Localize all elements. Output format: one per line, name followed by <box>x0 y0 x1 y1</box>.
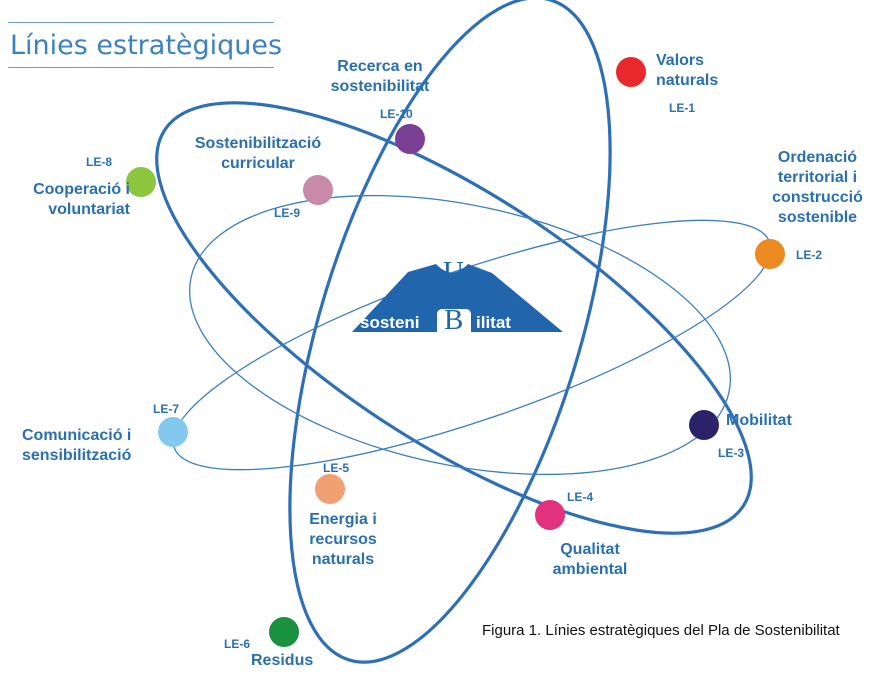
label-le7-code: LE-7 <box>153 402 180 416</box>
label-le10-code: LE-10 <box>380 107 413 121</box>
logo-word-left: sosteni <box>360 313 420 332</box>
label-le9-code: LE-9 <box>274 206 301 220</box>
figure-caption: Figura 1. Línies estratègiques del Pla d… <box>482 622 840 639</box>
label-le9-name: Sostenibilització curricular <box>194 135 322 172</box>
label-le7-name: Comunicació i sensibilització <box>22 427 132 464</box>
label-le5-name: Energia i recursos naturals <box>309 511 377 568</box>
logo-mountain-shape <box>352 264 563 332</box>
node-le9 <box>303 175 333 205</box>
orbit-diagonal <box>155 101 753 535</box>
node-le5 <box>315 474 345 504</box>
label-le3-name: Mobilitat <box>726 412 792 429</box>
node-le6 <box>269 617 299 647</box>
node-le1 <box>616 57 646 87</box>
node-le7 <box>158 417 188 447</box>
label-le2-code: LE-2 <box>796 248 823 262</box>
label-le4-code: LE-4 <box>567 490 594 504</box>
diagram-title: Línies estratègiques <box>10 30 283 61</box>
node-le3 <box>689 410 719 440</box>
node-le4 <box>535 500 565 530</box>
label-le8-code: LE-8 <box>86 155 113 169</box>
orbit-thin-wide <box>172 219 772 471</box>
label-le10-name: Recerca en sostenibilitat <box>330 58 430 95</box>
node-le10 <box>395 124 425 154</box>
label-le1-name: Valors naturals <box>656 52 719 89</box>
logo-letter-u: U <box>443 256 464 288</box>
label-le4-name: Qualitat ambiental <box>552 541 628 578</box>
title-top-rule <box>8 22 274 23</box>
logo-letter-b: B <box>444 304 464 336</box>
label-le6-name: Residus <box>251 652 314 669</box>
label-le5-code: LE-5 <box>323 461 350 475</box>
label-le3-code: LE-3 <box>718 446 745 460</box>
label-le2-name: Ordenació territorial i construcció sost… <box>772 149 863 226</box>
title-bottom-rule <box>8 67 274 68</box>
node-le2 <box>755 239 785 269</box>
orbit-major <box>288 0 612 664</box>
label-le8-name: Cooperació i voluntariat <box>33 181 130 218</box>
logo-b-backdrop <box>437 309 471 338</box>
label-le6-code: LE-6 <box>224 637 251 651</box>
orbit-thin-tilted <box>189 194 731 476</box>
logo-word-right: ilitat <box>476 313 511 332</box>
node-le8 <box>126 167 156 197</box>
label-le1-code: LE-1 <box>669 101 696 115</box>
